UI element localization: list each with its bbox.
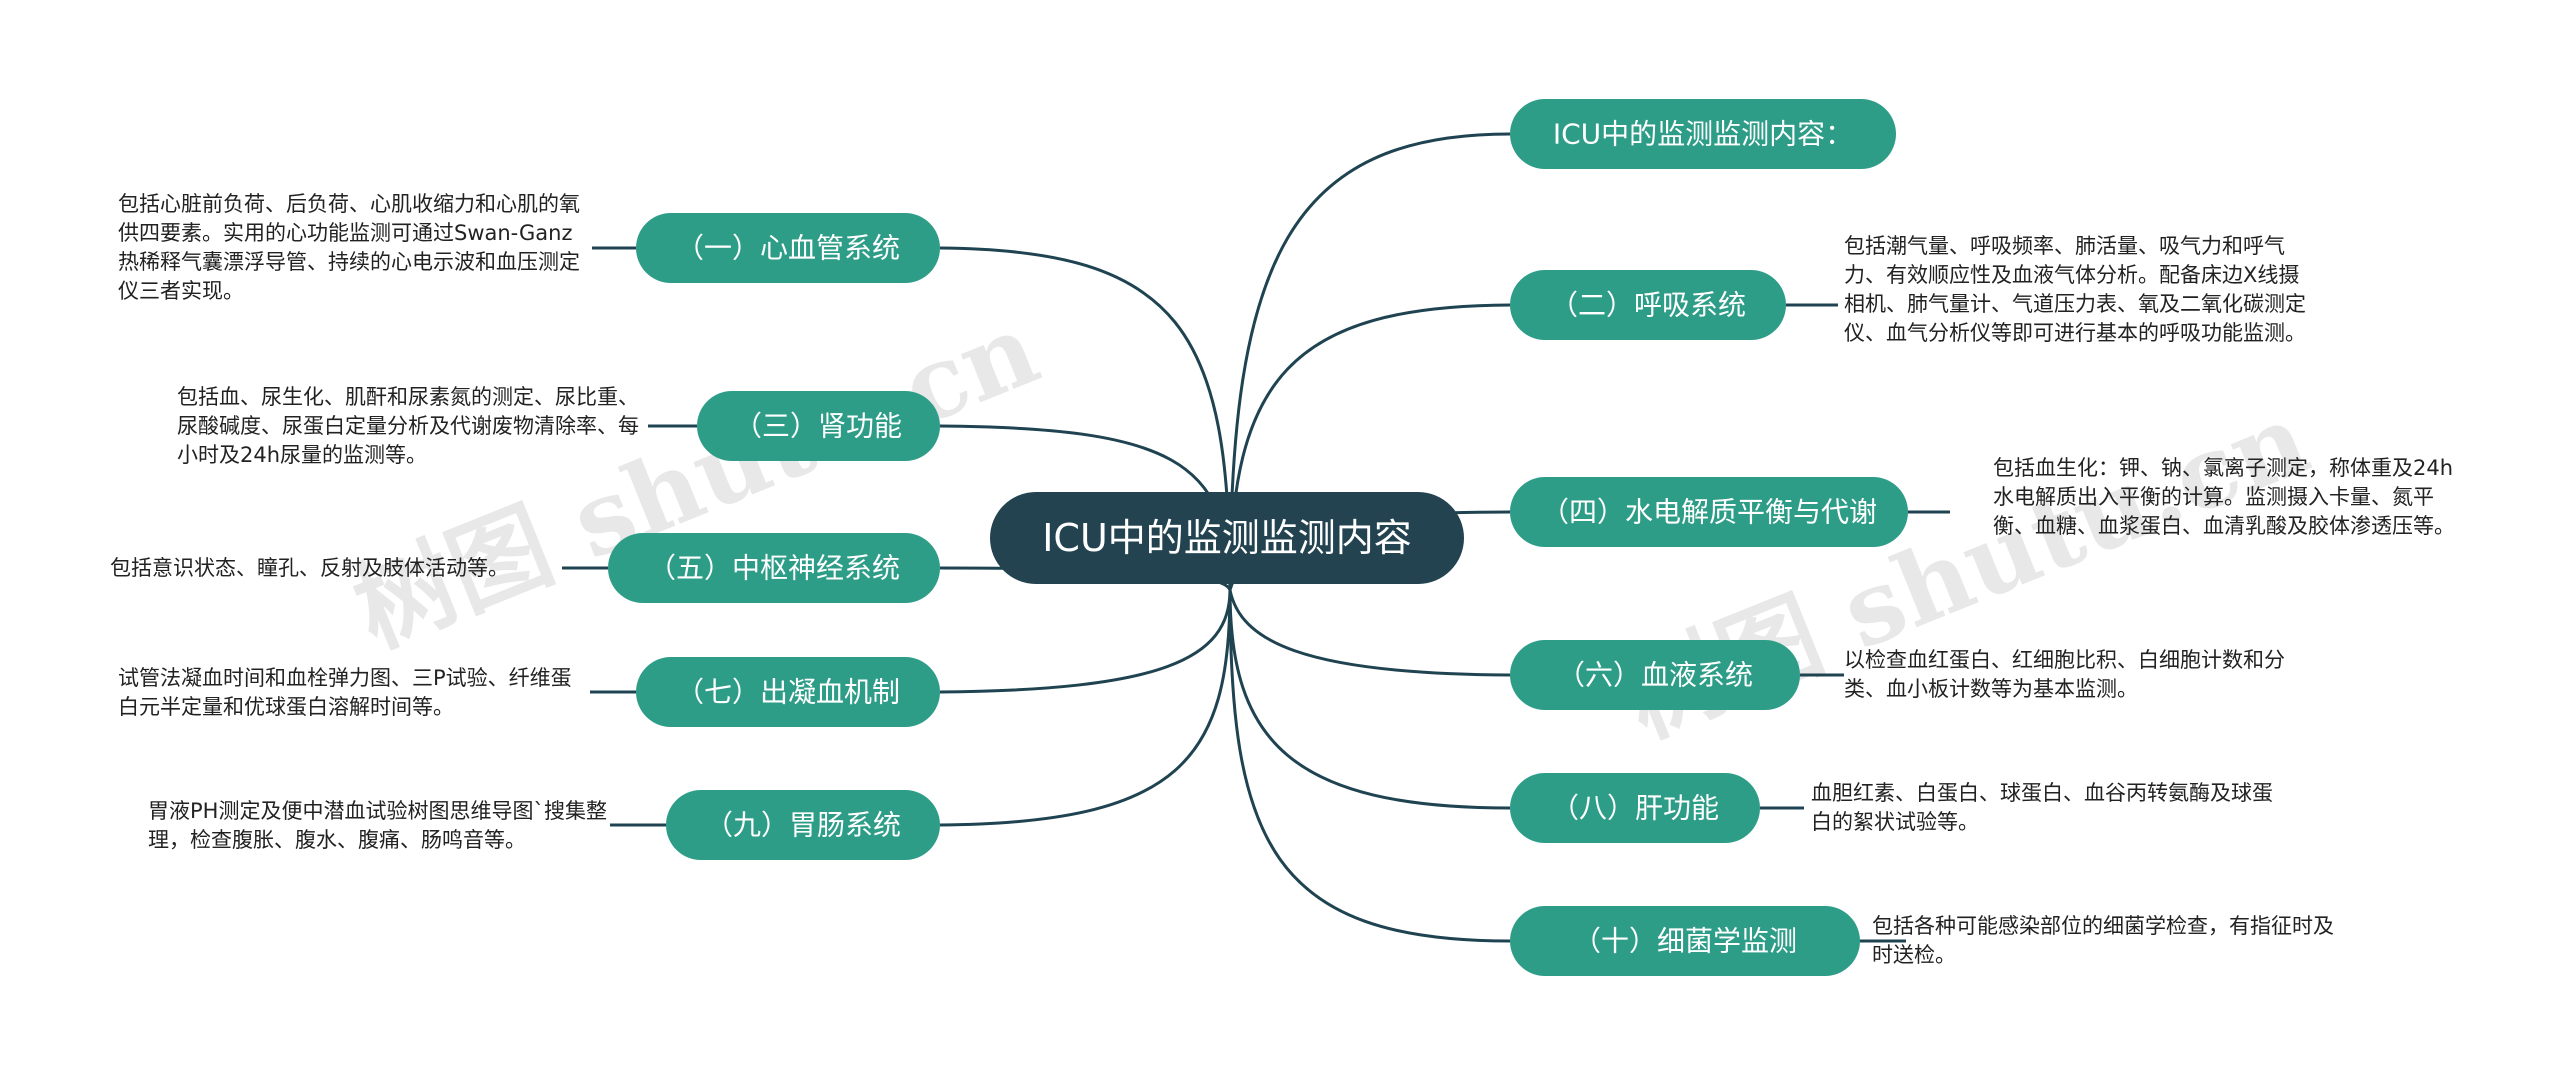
branch-node-b9-shape: [666, 790, 940, 860]
connector-b8: [1228, 589, 1511, 810]
root-node-label: ICU中的监测监测内容: [1042, 516, 1412, 560]
branch-node-b1-label: （一）心血管系统: [676, 232, 900, 265]
branch-node-b1[interactable]: （一）心血管系统: [636, 213, 940, 283]
branch-b7-description: 试管法凝血时间和血栓弹力图、三P试验、纤维蛋白元半定量和优球蛋白溶解时间等。: [118, 666, 572, 719]
branch-node-b4-label: （四）水电解质平衡与代谢: [1541, 496, 1877, 529]
branch-node-b7-shape: [636, 657, 940, 727]
branch-node-b3-shape: [697, 391, 940, 461]
branch-node-b7-label: （七）出凝血机制: [676, 676, 900, 709]
branch-node-b9-label: （九）胃肠系统: [705, 809, 901, 842]
branch-node-b2[interactable]: （二）呼吸系统: [1510, 270, 1786, 340]
branch-node-b7[interactable]: （七）出凝血机制: [636, 657, 940, 727]
branch-node-b10-label: （十）细菌学监测: [1573, 925, 1797, 958]
branch-node-b6-shape: [1510, 640, 1800, 710]
branch-node-b0[interactable]: ICU中的监测监测内容：: [1510, 99, 1896, 169]
branch-node-b9[interactable]: （九）胃肠系统: [666, 790, 940, 860]
branch-node-b2-shape: [1510, 270, 1786, 340]
branch-b4-description: 包括血生化：钾、钠、氯离子测定，称体重及24h水电解质出入平衡的计算。监测摄入卡…: [1993, 456, 2455, 538]
branch-b3-description: 包括血、尿生化、肌酐和尿素氮的测定、尿比重、尿酸碱度、尿蛋白定量分析及代谢废物清…: [177, 385, 639, 467]
branch-node-b5-label: （五）中枢神经系统: [648, 552, 900, 585]
branch-node-b1-shape: [636, 213, 940, 283]
branch-node-b2-label: （二）呼吸系统: [1550, 289, 1746, 322]
branch-node-b4-shape: [1510, 477, 1908, 547]
branch-b5-description: 包括意识状态、瞳孔、反射及肢体活动等。: [110, 556, 509, 580]
connector-b7: [939, 589, 1232, 694]
branch-node-b0-shape: [1510, 99, 1896, 169]
branch-node-b0-label: ICU中的监测监测内容：: [1553, 118, 1853, 151]
branch-node-b8[interactable]: （八）肝功能: [1510, 773, 1760, 843]
branch-node-b10[interactable]: （十）细菌学监测: [1510, 906, 1860, 976]
connector-b0: [1228, 132, 1511, 591]
branch-node-b8-shape: [1510, 773, 1760, 843]
connector-b9: [939, 589, 1232, 827]
branch-b8-description: 血胆红素、白蛋白、球蛋白、血谷丙转氨酶及球蛋白的絮状试验等。: [1811, 781, 2273, 834]
branch-node-b6[interactable]: （六）血液系统: [1510, 640, 1800, 710]
leaders: [562, 246, 1950, 943]
connector-b10: [1228, 589, 1511, 943]
root-node-shape: [990, 492, 1464, 584]
branch-node-b10-shape: [1510, 906, 1860, 976]
branch-node-b8-label: （八）肝功能: [1551, 792, 1719, 825]
branch-node-b3-label: （三）肾功能: [734, 410, 902, 443]
branch-node-b6-label: （六）血液系统: [1557, 659, 1753, 692]
branch-b10-description: 包括各种可能感染部位的细菌学检查，有指征时及时送检。: [1872, 914, 2334, 967]
root-node[interactable]: ICU中的监测监测内容: [990, 492, 1464, 584]
branch-b9-description: 胃液PH测定及便中潜血试验树图思维导图`搜集整理，检查腹胀、腹水、腹痛、肠鸣音等…: [148, 799, 607, 852]
branch-node-b4[interactable]: （四）水电解质平衡与代谢: [1510, 477, 1908, 547]
branch-node-b5[interactable]: （五）中枢神经系统: [608, 533, 940, 603]
branch-b2-description: 包括潮气量、呼吸频率、肺活量、吸气力和呼气力、有效顺应性及血液气体分析。配备床边…: [1844, 234, 2306, 345]
connector-b1: [939, 246, 1232, 591]
branch-node-b5-shape: [608, 533, 940, 603]
connector-b6: [1228, 589, 1511, 677]
branch-node-b3[interactable]: （三）肾功能: [697, 391, 940, 461]
branch-b6-description: 以检查血红蛋白、红细胞比积、白细胞计数和分类、血小板计数等为基本监测。: [1844, 648, 2285, 701]
branch-b1-description: 包括心脏前负荷、后负荷、心肌收缩力和心肌的氧供四要素。实用的心功能监测可通过Sw…: [118, 192, 580, 303]
